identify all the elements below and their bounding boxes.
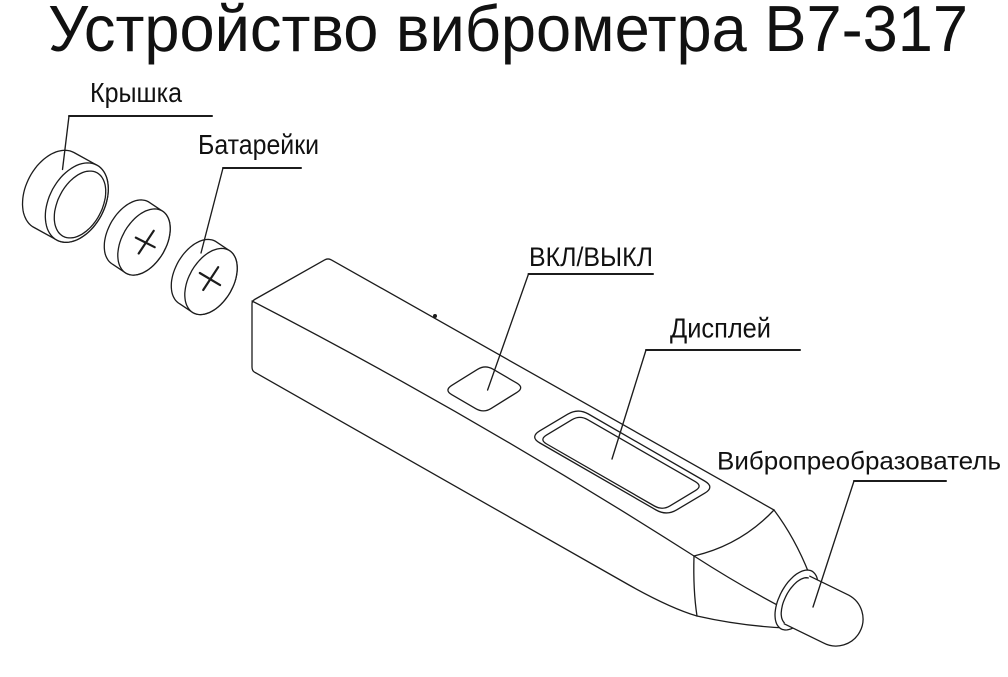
svg-text:Дисплей: Дисплей [670, 313, 771, 344]
svg-text:Батарейки: Батарейки [198, 129, 319, 160]
svg-text:Устройство виброметра В7-317: Устройство виброметра В7-317 [48, 0, 968, 65]
svg-text:ВКЛ/ВЫКЛ: ВКЛ/ВЫКЛ [529, 242, 653, 272]
svg-text:Вибропреобразователь: Вибропреобразователь [717, 448, 1001, 476]
svg-text:Крышка: Крышка [90, 77, 182, 108]
